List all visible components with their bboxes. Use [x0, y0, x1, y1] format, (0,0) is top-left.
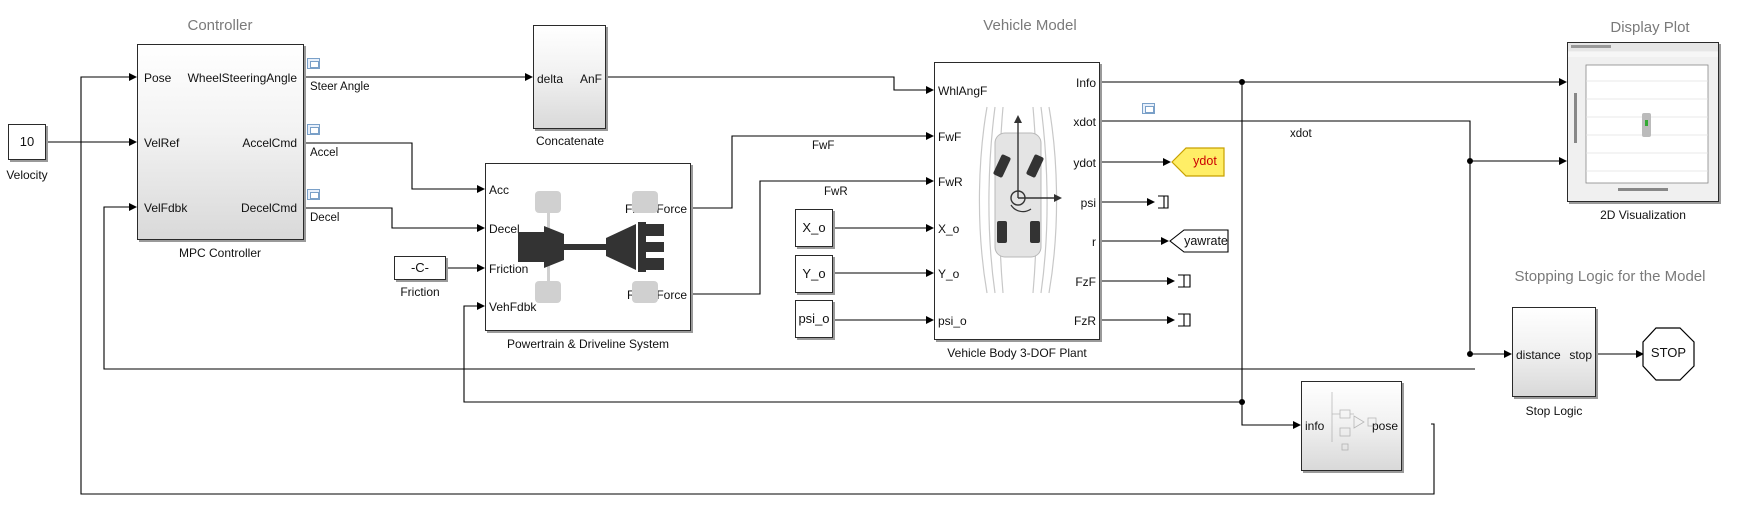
- branch-dot: [1467, 158, 1473, 164]
- concatenate-caption: Concatenate: [535, 134, 605, 148]
- area-title-stopping-logic: Stopping Logic for the Model: [1514, 268, 1706, 285]
- stop-octagon: [1642, 327, 1695, 381]
- branch-dot: [1239, 399, 1245, 405]
- mpc-out-steer: WheelSteeringAngle: [187, 71, 297, 85]
- vehicle-in-whlangf: WhlAngF: [938, 84, 988, 98]
- line-velfdbk-feedback: [103, 203, 1475, 370]
- velocity-caption: Velocity: [6, 168, 48, 182]
- signal-fwf: FwF: [812, 140, 835, 152]
- constant-psio-label: psi_o: [798, 311, 830, 326]
- subsystem-in-info: info: [1305, 419, 1325, 433]
- concat-in: delta: [537, 72, 564, 86]
- constant-yo-label: Y_o: [802, 266, 826, 281]
- mpc-controller-block[interactable]: Pose VelRef VelFdbk WheelSteeringAngle A…: [137, 44, 304, 240]
- goto-yawrate-shape: [1169, 229, 1229, 253]
- mpc-in-pose: Pose: [144, 71, 172, 85]
- vehicle-out-r: r: [1092, 235, 1096, 249]
- line-fwr: [691, 177, 934, 295]
- signal-accel: Accel: [310, 147, 339, 159]
- subsystem-thumbnail-icon: [1331, 392, 1377, 451]
- friction-caption: Friction: [400, 285, 440, 299]
- powertrain-in-decel: Decel: [489, 222, 520, 236]
- line-pose-feedback: [80, 73, 1435, 495]
- line-xdot-stop: [1469, 161, 1512, 358]
- friction-value: -C-: [410, 260, 430, 275]
- goto-yawrate[interactable]: yawrate: [1184, 234, 1228, 248]
- vehicle-in-fwf: FwF: [938, 130, 962, 144]
- constant-yo-block[interactable]: Y_o: [795, 255, 833, 293]
- goto-ydot-shape: [1171, 147, 1225, 177]
- terminator-icon: [1158, 195, 1169, 209]
- plot-thumbnail-icon: [1568, 43, 1718, 191]
- constant-xo-label: X_o: [802, 220, 826, 235]
- velocity-value: 10: [19, 134, 35, 149]
- driveline-icon: [518, 191, 664, 303]
- area-title-controller: Controller: [187, 17, 253, 34]
- powertrain-in-friction: Friction: [489, 262, 529, 276]
- constant-psio-block[interactable]: psi_o: [795, 300, 833, 338]
- area-title-vehicle-model: Vehicle Model: [983, 17, 1077, 34]
- friction-constant-block[interactable]: -C-: [394, 256, 446, 280]
- subsystem-out-pose: pose: [1371, 419, 1398, 433]
- mpc-in-velref: VelRef: [144, 136, 180, 150]
- vehicle-body-icon: [978, 106, 1062, 294]
- concatenate-block[interactable]: delta AnF: [533, 25, 606, 129]
- line-fwf: [691, 132, 934, 209]
- powertrain-block[interactable]: Acc Decel Friction VehFdbk Front Force R…: [485, 163, 691, 331]
- branch-dot: [1467, 351, 1473, 357]
- stop-logic-in: distance: [1516, 348, 1561, 362]
- line-accel: [304, 142, 485, 193]
- visualization-caption: 2D Visualization: [1600, 208, 1686, 222]
- scope-icon[interactable]: [1142, 103, 1155, 114]
- line-vehfdbk: [463, 302, 1245, 403]
- vehicle-out-info: Info: [1075, 76, 1096, 90]
- powertrain-in-acc: Acc: [489, 183, 510, 197]
- vehicle-out-psi: psi: [1080, 196, 1096, 210]
- signal-fwr: FwR: [824, 186, 848, 198]
- signal-steer-angle: Steer Angle: [310, 81, 370, 93]
- vehicle-out-fzf: FzF: [1075, 275, 1096, 289]
- stop-logic-block[interactable]: distance stop: [1512, 307, 1596, 397]
- line-decel: [304, 207, 485, 232]
- scope-icon[interactable]: [307, 58, 320, 69]
- terminator-icon: [1178, 313, 1191, 327]
- powertrain-in-vehfdbk: VehFdbk: [489, 300, 537, 314]
- scope-icon[interactable]: [307, 189, 320, 200]
- vehicle-out-xdot: xdot: [1073, 115, 1096, 129]
- stop-block-label[interactable]: STOP: [1650, 345, 1687, 360]
- goto-ydot[interactable]: ydot: [1193, 154, 1217, 168]
- concat-out: AnF: [579, 72, 602, 86]
- mpc-in-velfdbk: VelFdbk: [144, 201, 188, 215]
- area-title-display-plot: Display Plot: [1610, 19, 1690, 36]
- powertrain-caption: Powertrain & Driveline System: [506, 337, 670, 351]
- vehicle-in-fwr: FwR: [938, 175, 963, 189]
- branch-dot: [1239, 79, 1245, 85]
- vehicle-in-xo: X_o: [938, 222, 960, 236]
- stop-logic-caption: Stop Logic: [1525, 404, 1583, 418]
- pose-subsystem-block[interactable]: info pose: [1301, 381, 1402, 471]
- mpc-out-decel: DecelCmd: [240, 201, 297, 215]
- mpc-out-accel: AccelCmd: [242, 136, 297, 150]
- vehicle-in-psio: psi_o: [938, 314, 967, 328]
- signal-decel: Decel: [310, 212, 340, 224]
- mpc-caption: MPC Controller: [178, 246, 262, 260]
- signal-xdot: xdot: [1290, 128, 1312, 140]
- vehicle-in-yo: Y_o: [938, 267, 960, 281]
- vehicle-out-ydot: ydot: [1073, 156, 1096, 170]
- vehicle-out-fzr: FzR: [1074, 314, 1096, 328]
- vehicle-body-block[interactable]: WhlAngF FwF FwR X_o Y_o psi_o Info xdot …: [934, 62, 1100, 340]
- terminator-icon: [1178, 274, 1191, 288]
- line-info-subsystem: [1241, 82, 1301, 429]
- scope-icon[interactable]: [307, 124, 320, 135]
- vehicle-body-caption: Vehicle Body 3-DOF Plant: [947, 346, 1087, 360]
- velocity-block[interactable]: 10: [8, 124, 46, 160]
- line-xdot: [1100, 120, 1567, 165]
- visualization-block[interactable]: [1567, 42, 1719, 202]
- constant-xo-block[interactable]: X_o: [795, 209, 833, 247]
- stop-logic-out: stop: [1569, 348, 1592, 362]
- line-anf: [606, 76, 934, 94]
